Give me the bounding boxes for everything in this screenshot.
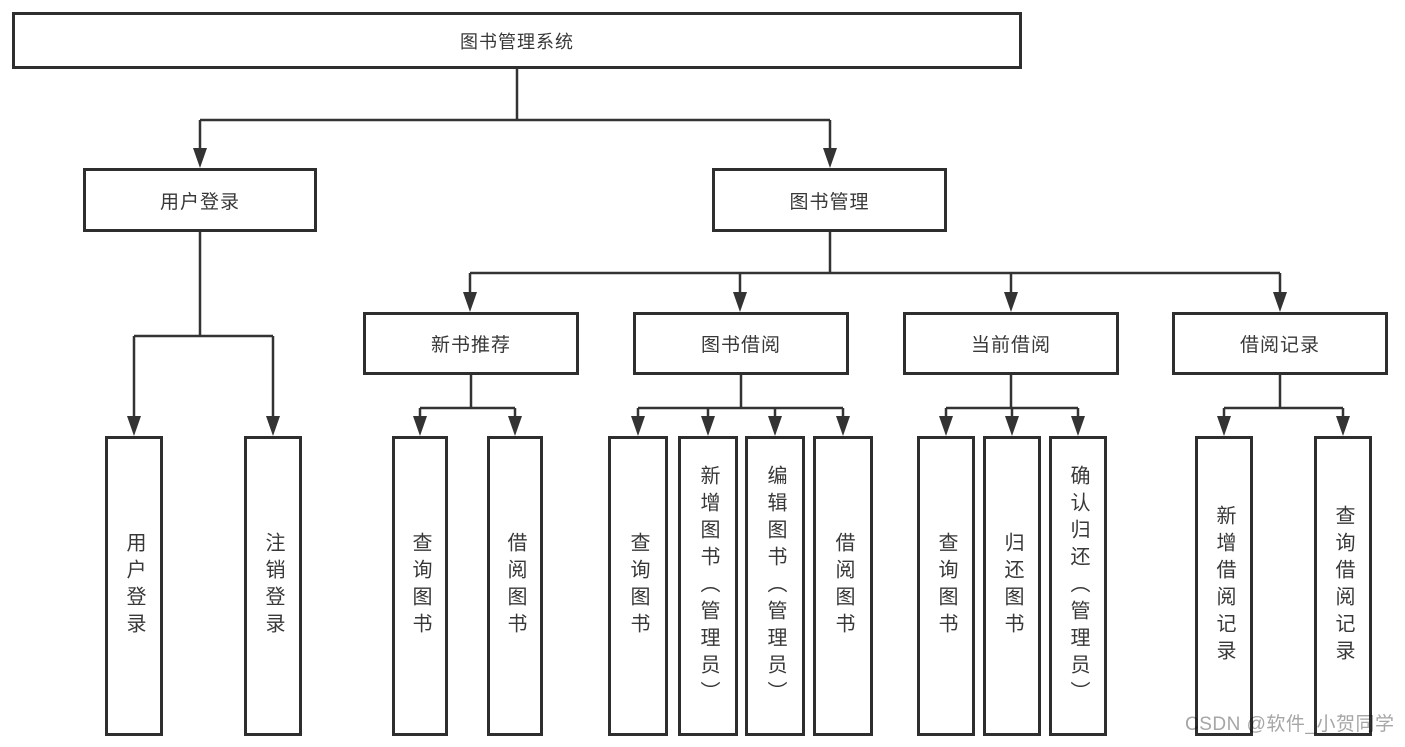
leaf-label: 用户登录 (123, 532, 145, 640)
node-user-login: 用户登录 (83, 168, 317, 232)
leaf-query-borrow-record: 查询借阅记录 (1314, 436, 1372, 736)
leaf-label: 编辑图书（管理员） (764, 464, 786, 708)
node-label: 新书推荐 (430, 335, 511, 356)
node-book-management: 图书管理 (712, 168, 947, 232)
leaf-query-books-borrow: 查询图书 (608, 436, 668, 736)
leaf-label: 查询图书 (935, 532, 957, 640)
leaf-borrow-books-recommend: 借阅图书 (487, 436, 543, 736)
leaf-add-book-admin: 新增图书（管理员） (678, 436, 738, 736)
leaf-label: 新增图书（管理员） (697, 464, 719, 708)
leaf-borrow-books-2: 借阅图书 (813, 436, 873, 736)
watermark-text: CSDN @软件_小贺同学 (1185, 714, 1395, 735)
node-new-book-recommend: 新书推荐 (363, 312, 579, 375)
leaf-logout: 注销登录 (244, 436, 302, 736)
leaf-label: 归还图书 (1001, 532, 1023, 640)
leaf-return-book: 归还图书 (983, 436, 1041, 736)
leaf-label: 借阅图书 (504, 532, 526, 640)
node-label: 图书借阅 (700, 335, 781, 356)
node-system-root: 图书管理系统 (12, 12, 1022, 69)
leaf-label: 确认归还（管理员） (1067, 464, 1089, 708)
tree-edges (132, 69, 1345, 418)
leaf-label: 查询图书 (627, 532, 649, 640)
node-label: 用户登录 (159, 191, 240, 213)
leaf-label: 新增借阅记录 (1213, 505, 1235, 667)
node-borrowing-records: 借阅记录 (1172, 312, 1388, 375)
leaf-label: 注销登录 (262, 532, 284, 640)
arrowhead-icons (127, 148, 1350, 436)
leaf-label: 查询图书 (409, 532, 431, 640)
leaf-label: 借阅图书 (832, 532, 854, 640)
leaf-edit-book-admin: 编辑图书（管理员） (745, 436, 805, 736)
leaf-query-books-current: 查询图书 (917, 436, 975, 736)
leaf-label: 查询借阅记录 (1332, 505, 1354, 667)
node-current-borrowing: 当前借阅 (903, 312, 1119, 375)
node-label: 图书管理 (789, 191, 870, 213)
leaf-add-borrow-record: 新增借阅记录 (1195, 436, 1253, 736)
node-book-borrowing: 图书借阅 (633, 312, 849, 375)
leaf-user-login: 用户登录 (105, 436, 163, 736)
leaf-query-books-recommend: 查询图书 (392, 436, 448, 736)
leaf-confirm-return-admin: 确认归还（管理员） (1049, 436, 1107, 736)
node-label: 借阅记录 (1239, 335, 1320, 356)
node-label: 当前借阅 (970, 335, 1051, 356)
node-label: 图书管理系统 (460, 31, 574, 52)
